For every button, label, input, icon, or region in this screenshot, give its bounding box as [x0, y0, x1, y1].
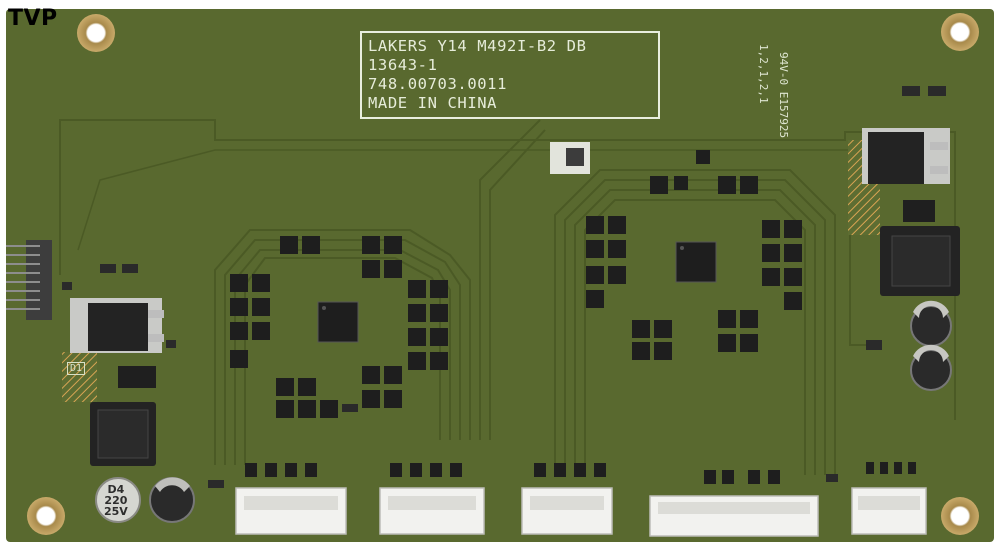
cap-label-d4-220: D4 220 25V: [104, 483, 128, 518]
silkscreen-line-4: MADE IN CHINA: [368, 94, 498, 112]
datamatrix-label: [550, 142, 590, 174]
passives: [62, 86, 946, 488]
capacitor-bl1: [95, 477, 141, 523]
mosfets-left: [230, 236, 448, 418]
silkscreen-line-3: 748.00703.0011: [368, 75, 508, 93]
cert-text: 94V-0 E157925: [777, 52, 790, 139]
hatch-left: [62, 352, 97, 402]
mosfets-right: [586, 150, 802, 360]
connector-4: [649, 495, 819, 537]
inductor-left: [90, 402, 156, 466]
watermark-label: TVP: [8, 6, 58, 31]
board-marking-id: D1: [67, 362, 86, 375]
connector-1: [235, 487, 347, 535]
mounting-hole-bl: [27, 497, 65, 535]
mounting-hole-tl: [77, 14, 115, 52]
capacitor-r2: [910, 344, 952, 391]
mounting-hole-tr: [941, 13, 979, 51]
regulator-left: [70, 298, 164, 353]
silkscreen-box: LAKERS Y14 M492I-B2 DB 13643-1 748.00703…: [360, 31, 660, 119]
mounting-hole-br: [941, 497, 979, 535]
trace-ring-right: [554, 169, 836, 475]
pin-header-left: [6, 240, 52, 320]
silkscreen-line-2: 13643-1: [368, 56, 438, 74]
driver-ic-left: [317, 301, 359, 343]
connector-2: [379, 487, 485, 535]
inductor-right: [880, 226, 960, 296]
pcb-substrate: [6, 9, 994, 542]
driver-ic-right: [675, 241, 717, 283]
capacitor-bl2: [149, 477, 195, 523]
connector-3: [521, 487, 613, 535]
date-code-text: 1,2,1,2,1: [757, 44, 770, 104]
capacitor-r1: [910, 300, 952, 347]
silkscreen-line-1: LAKERS Y14 M492I-B2 DB: [368, 37, 587, 55]
connector-5: [851, 487, 927, 535]
connector-drivers: [245, 462, 916, 484]
regulator-right: [862, 128, 950, 184]
